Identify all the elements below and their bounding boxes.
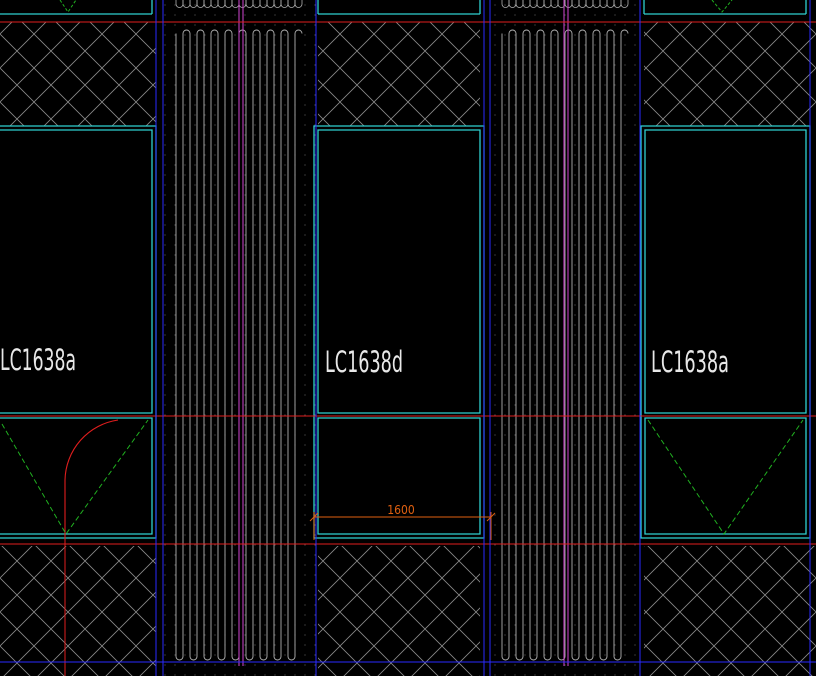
coil-pipe [585,33,594,661]
coil-pipe [287,33,296,661]
dotted-column-group [160,0,640,676]
coil-pipe [280,29,289,34]
coil-pipe [273,33,282,661]
wall-hatch [0,22,156,126]
coil-pipe [189,33,198,661]
dimension-value: 1600 [387,503,415,517]
coil-pipe [515,33,524,661]
radiator-coil-right [501,0,629,666]
window-label-left: LC1638a [0,343,76,377]
coil-pipe [620,29,629,34]
wall-hatch [0,546,156,676]
wall-hatch [318,22,480,126]
dimension-line-group [309,512,496,540]
coil-pipe-top [294,0,303,8]
window-label-middle: LC1638d [325,345,403,379]
coil-pipe [217,33,226,661]
coil-pipe [522,29,531,34]
coil-pipe [501,33,510,661]
coil-pipe [529,33,538,661]
wall-hatch [644,546,816,676]
coil-pipe [175,33,184,661]
swing-v-left [1,419,149,535]
coil-pipe [224,29,233,34]
coil-pipe [571,33,580,661]
swing-v-right [647,419,804,535]
coil-pipe [508,29,517,34]
swing-v-top-right [711,0,733,13]
coil-pipe [196,29,205,34]
coil-pipe [294,29,303,34]
coil-pipe [613,33,622,661]
coil-pipe [252,29,261,34]
coil-pipe [606,29,615,34]
coil-pipe [557,33,566,661]
opening-marks [1,0,804,536]
wall-hatch [318,546,480,676]
swing-arc-left [64,419,119,536]
coil-pipe-top [620,0,629,8]
top-frame-stubs [0,0,807,15]
coil-pipe [203,33,212,661]
coil-pipe [259,33,268,661]
dotted-column [160,0,316,676]
window-label-right: LC1638a [651,345,729,379]
dimension-tick [486,512,496,522]
wall-hatch [644,22,816,126]
coil-pipe [599,33,608,661]
radiator-coil-left [175,0,303,666]
coil-pipe [266,29,275,34]
coil-pipe [245,33,254,661]
dimension-tick [309,512,319,522]
coil-pipe [210,29,219,34]
coil-pipe [182,29,191,34]
coil-pipe [578,29,587,34]
coil-pipe [550,29,559,34]
coil-pipe [592,29,601,34]
wall-hatch-group [0,22,816,676]
coil-pipe [536,29,545,34]
coil-pipe [543,33,552,661]
